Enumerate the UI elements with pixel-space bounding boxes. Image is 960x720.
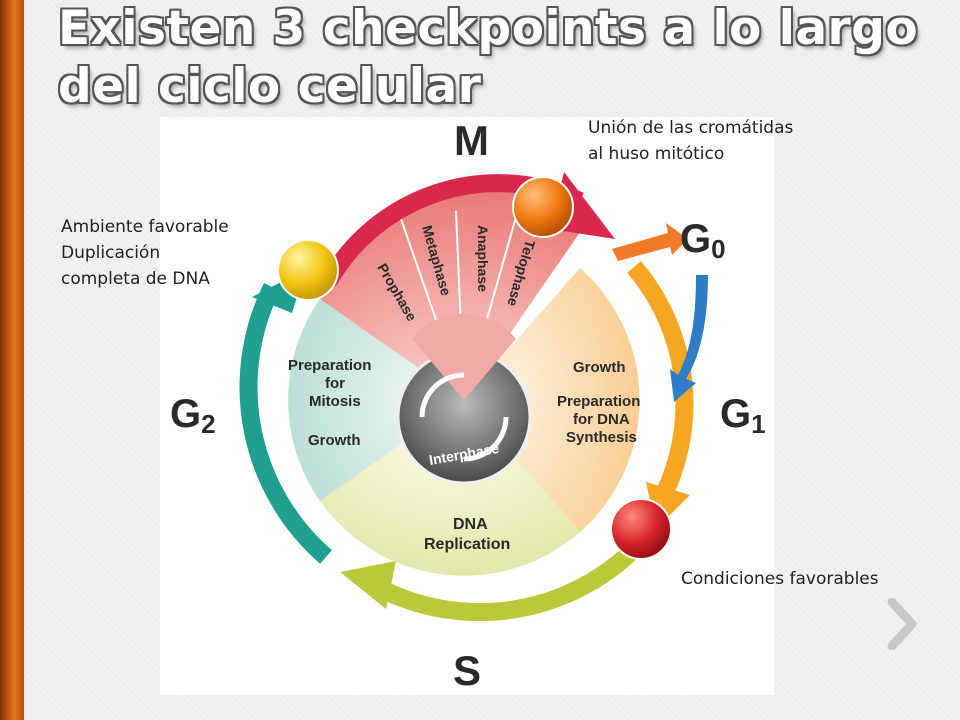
g2-note-line-3: completa de DNA (61, 269, 210, 289)
phase-m-label: M (454, 117, 489, 164)
phase-g0-label: G0 (680, 217, 726, 264)
sector-g1 (464, 268, 640, 532)
g0-arrow (612, 223, 688, 261)
g2-prep-text-1: Preparation (288, 357, 371, 374)
stage-anaphase: Anaphase (475, 225, 491, 292)
g2-arc-arrow (239, 283, 332, 564)
g1-checkpoint-annotation: Condiciones favorables (681, 566, 879, 592)
sector-s (320, 400, 580, 576)
s-replication-text: Replication (424, 536, 510, 553)
g0-return-arrow (670, 275, 708, 402)
g2-checkpoint-annotation: Ambiente favorable Duplicación completa … (61, 214, 229, 292)
cell-cycle-diagram: M G0 G1 G2 S Prophase Metaphase Anaphase… (160, 117, 774, 695)
s-arc-arrow (369, 538, 645, 622)
accent-side-bar (0, 0, 24, 720)
checkpoint-m-marker (512, 176, 574, 238)
g1-prep-text-1: Preparation (557, 393, 640, 410)
title-line-2: del ciclo celular (58, 59, 482, 114)
g1-note-line-1: Condiciones favorables (681, 569, 879, 589)
g2-note-line-2: Duplicación (61, 243, 161, 263)
next-slide-chevron-icon[interactable] (884, 598, 920, 650)
m-checkpoint-annotation: Unión de las cromátidas al huso mitótico (588, 115, 793, 167)
phase-g1-label: G1 (720, 392, 766, 439)
g1-prep-text-2: for DNA (573, 411, 630, 428)
m-note-line-2: al huso mitótico (588, 144, 725, 164)
cell-cycle-svg: M G0 G1 G2 S Prophase Metaphase Anaphase… (170, 117, 766, 694)
phase-g2-label: G2 (170, 392, 216, 439)
phase-s-label: S (453, 647, 481, 694)
g1-prep-text-3: Synthesis (566, 429, 637, 446)
title-line-1: Existen 3 checkpoints a lo largo (58, 1, 919, 56)
checkpoint-g2-marker (277, 239, 339, 301)
m-note-line-1: Unión de las cromátidas (588, 118, 794, 138)
sector-g2 (288, 299, 464, 501)
g2-note-line-1: Ambiente favorable (61, 217, 229, 237)
g1-growth-text: Growth (573, 359, 626, 376)
slide-title: Existen 3 checkpoints a lo largo del cic… (58, 0, 918, 116)
s-arrowhead (340, 561, 396, 609)
g2-growth-text: Growth (308, 432, 361, 449)
g2-prep-text-2: for (325, 375, 345, 392)
checkpoint-g1-marker (610, 498, 672, 560)
s-dna-text: DNA (453, 516, 488, 533)
g2-prep-text-3: Mitosis (309, 393, 361, 410)
